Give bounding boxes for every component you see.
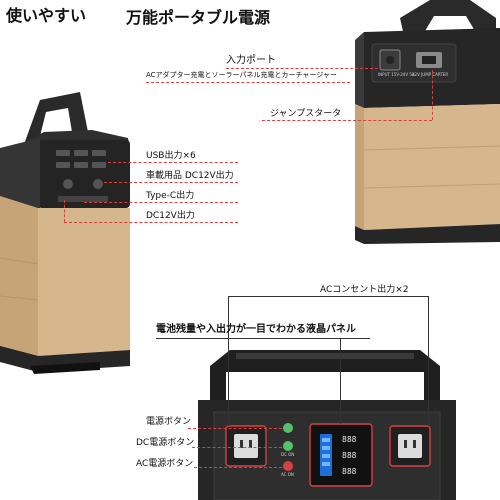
callout-lcd-panel: 電池残量や入出力が一目でわかる液晶パネル	[156, 324, 356, 335]
callout-line-dc12v	[64, 222, 238, 223]
svg-text:888: 888	[342, 435, 357, 444]
headline-left: 使いやすい	[6, 6, 87, 25]
callout-line-ac-outlet	[228, 296, 428, 297]
callout-line-lcd	[156, 338, 370, 339]
svg-text:888: 888	[342, 451, 357, 460]
callout-input-port: 入力ポート	[226, 55, 276, 66]
callout-dc12v: DC12V出力	[146, 211, 195, 221]
callout-type-c: Type-C出力	[146, 191, 195, 201]
callout-line-ac-outlet-left	[228, 296, 229, 426]
callout-line-dc12v-vertical	[64, 200, 65, 222]
callout-usb-output: USB出力×6	[146, 151, 196, 161]
callout-line-input	[226, 68, 378, 69]
jump-carter-tag: 12V JUMP CARTER	[412, 72, 449, 77]
callout-car-dc12v: 車載用品 DC12V出力	[146, 171, 234, 181]
callout-ac-button: AC電源ボタン	[136, 459, 194, 469]
callout-line-input-desc	[146, 82, 350, 83]
callout-line-jump-vertical	[432, 70, 433, 120]
callout-line-ac-outlet-right	[428, 296, 429, 426]
callout-line-usb	[108, 162, 238, 163]
callout-line-car-dc	[104, 182, 238, 183]
callout-line-jump	[262, 120, 432, 121]
callout-dc-button: DC電源ボタン	[136, 438, 195, 448]
callout-ac-outlet: ACコンセント出力×2	[320, 285, 409, 295]
dc-on-tag: DC ON	[281, 452, 295, 457]
callout-line-type-c	[84, 202, 238, 203]
callout-input-description: ACアダプター充電とソーラーパネル充電とカーチャージャー	[146, 71, 337, 79]
callout-jump-starter: ジャンプスタータ	[270, 109, 342, 119]
svg-text:888: 888	[342, 467, 357, 476]
input-port-tag: INPUT 15V-24V 5A	[378, 72, 415, 77]
callout-line-dc-button	[192, 447, 282, 448]
ac-on-tag: AC ON	[281, 472, 294, 477]
callout-line-power	[188, 428, 282, 429]
callout-power-button: 電源ボタン	[146, 417, 192, 427]
callout-line-ac-button	[194, 467, 282, 468]
callout-line-lcd-vertical	[340, 338, 341, 424]
headline-title: 万能ポータブル電源	[126, 8, 271, 27]
